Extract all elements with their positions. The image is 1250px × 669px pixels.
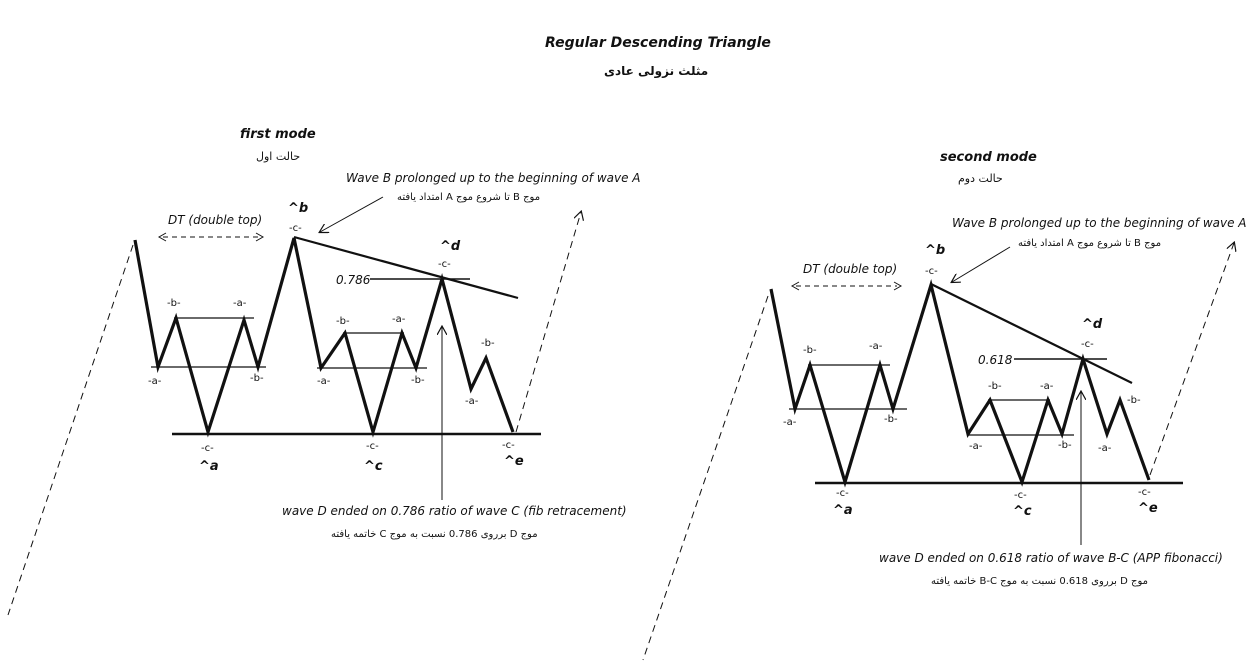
panel2-wave-b-note-fa: موج B تا شروع موج A امتداد یافته <box>1018 238 1162 249</box>
dashed-trend-out <box>1149 243 1234 476</box>
panel1-label-a2: -a- <box>148 376 162 387</box>
panel1-label-a1: -a- <box>233 298 247 309</box>
panel1-point-a: ^a <box>199 459 219 474</box>
panel1-label-b5: -b- <box>481 338 495 349</box>
panel2-label-b3: -b- <box>988 381 1002 392</box>
panel1-wave-b-note-fa: موج B تا شروع موج A امتداد یافته <box>397 192 541 203</box>
panel2-label-c-under-d: -c- <box>1081 339 1094 350</box>
panel1-label-c-under-e: -c- <box>502 440 515 451</box>
panel2-wave-b-note: Wave B prolonged up to the beginning of … <box>952 216 1247 230</box>
diagram-title: Regular Descending Triangle <box>545 35 771 51</box>
wave-path <box>769 279 1151 488</box>
panel2-label-b2: -b- <box>884 414 898 425</box>
panel-second-mode <box>642 243 1234 661</box>
panel2-label-c-under-b: -c- <box>925 266 938 277</box>
dt-arrow-left <box>790 281 800 291</box>
dashed-trend-out <box>515 212 581 433</box>
panel-first-mode <box>7 196 581 616</box>
panel2-label-a2: -a- <box>783 417 797 428</box>
panel2-label-a1: -a- <box>869 341 883 352</box>
panel1-label-c-under-a: -c- <box>201 443 214 454</box>
wave-path <box>133 237 515 438</box>
panel1-point-c: ^c <box>364 459 383 474</box>
dashed-trend-in <box>7 244 134 616</box>
panel2-point-a: ^a <box>833 503 853 518</box>
panel1-wave-d-note: wave D ended on 0.786 ratio of wave C (f… <box>282 504 627 518</box>
panel2-label-a3: -a- <box>1040 381 1054 392</box>
panel1-label-a4: -a- <box>317 376 331 387</box>
panel2-point-e: ^e <box>1138 501 1158 516</box>
panel1-label-b4: -b- <box>411 375 425 386</box>
panel2-label-a4: -a- <box>969 441 983 452</box>
panel2-label-c-under-c: -c- <box>1014 490 1027 501</box>
panel2-point-b: ^b <box>925 243 946 258</box>
panel2-ratio-label: 0.618 <box>978 353 1013 367</box>
panel1-wave-d-note-fa: موج D برروی 0.786 نسبت به موج C خاتمه یا… <box>331 529 538 540</box>
resistance-trendline <box>930 283 1133 384</box>
panel1-label-b2: -b- <box>250 373 264 384</box>
panel2-point-d: ^d <box>1082 317 1103 332</box>
panel2-wave-d-note: wave D ended on 0.618 ratio of wave B-C … <box>879 551 1223 565</box>
panel2-point-c: ^c <box>1013 504 1032 519</box>
panel2-label-b1: -b- <box>803 345 817 356</box>
panel1-label-b1: -b- <box>167 298 181 309</box>
panel2-wave-d-note-fa: موج D برروی 0.618 نسبت به موج B-C خاتمه … <box>931 576 1149 587</box>
panel1-label-c-under-d: -c- <box>438 259 451 270</box>
panel2-heading-fa: حالت دوم <box>958 172 1003 185</box>
dt-arrow-right <box>893 281 903 291</box>
panel2-label-c-under-a: -c- <box>836 488 849 499</box>
panel2-heading: second mode <box>940 150 1037 165</box>
panel1-label-b3: -b- <box>336 316 350 327</box>
panel1-label-c-under-b: -c- <box>289 223 302 234</box>
panel1-dt-label: DT (double top) <box>168 213 263 227</box>
wave-b-pointer <box>952 246 1011 282</box>
panel1-point-e: ^e <box>504 454 524 469</box>
panel1-point-b: ^b <box>288 201 309 216</box>
panel2-label-a5: -a- <box>1098 443 1112 454</box>
wave-b-pointer <box>320 196 384 232</box>
panel1-heading-fa: حالت اول <box>256 150 301 163</box>
dashed-trend-in <box>642 295 769 661</box>
panel1-label-a3: -a- <box>392 314 406 325</box>
dt-arrow-right <box>255 232 265 242</box>
panel1-ratio-label: 0.786 <box>336 273 371 287</box>
panel2-label-b5: -b- <box>1127 395 1141 406</box>
dt-arrow-left <box>157 232 167 242</box>
panel1-label-a5: -a- <box>465 396 479 407</box>
diagram-title-fa: مثلث نزولی عادی <box>604 64 709 78</box>
panel1-heading: first mode <box>240 127 316 142</box>
panel2-label-c-under-e: -c- <box>1138 487 1151 498</box>
panel2-dt-label: DT (double top) <box>803 262 898 276</box>
panel1-label-c-under-c: -c- <box>366 441 379 452</box>
panel1-point-d: ^d <box>440 239 461 254</box>
resistance-trendline <box>293 235 519 300</box>
panel2-label-b4: -b- <box>1058 440 1072 451</box>
panel1-wave-b-note: Wave B prolonged up to the beginning of … <box>346 171 641 185</box>
